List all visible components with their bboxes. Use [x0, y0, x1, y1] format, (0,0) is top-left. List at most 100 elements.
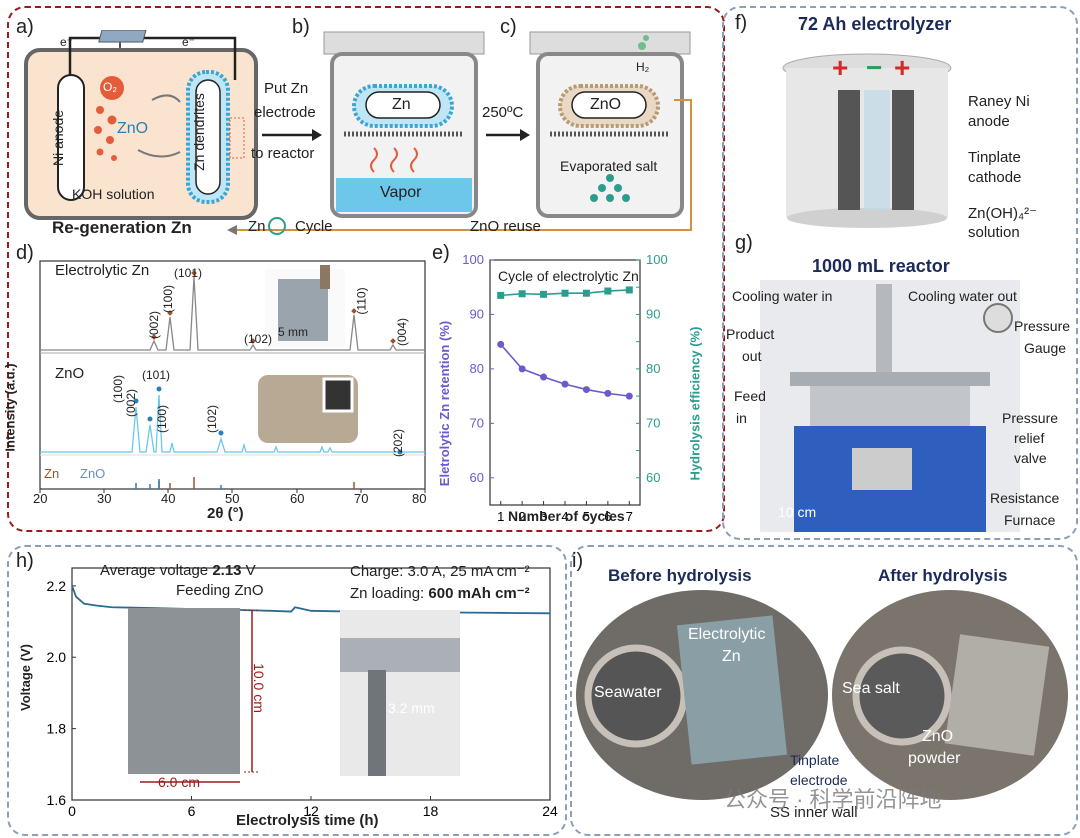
- xrd-xtick-50: 50: [225, 491, 240, 506]
- vapor-label: Vapor: [380, 184, 422, 201]
- panel-i-frame: [570, 545, 1078, 836]
- watermark: 公众号 · 科学前沿阵地: [724, 787, 942, 812]
- voltage-ytick-label: 2.0: [47, 649, 67, 665]
- cycle-return-line: [227, 100, 692, 235]
- cycle-xtick-label: 3: [540, 509, 547, 524]
- cycle-point-efficiency: [604, 287, 612, 295]
- arrow-a-to-b: [262, 129, 322, 141]
- panel-a-e-frame: [7, 6, 725, 532]
- cycle-ytick-right-label: 100: [646, 252, 668, 267]
- arrow-b-to-c: [486, 129, 530, 141]
- zincate-label-l1: Zn(OH)₄²⁻: [968, 205, 1038, 222]
- cycle-point-efficiency: [497, 291, 505, 299]
- xrd-xtick-80: 80: [412, 491, 427, 506]
- feed-in-label: in: [736, 410, 747, 426]
- cycle-ytick-left-label: 90: [470, 306, 484, 321]
- dim-width-label: 6.0 cm: [158, 774, 201, 790]
- dim-thickness-label: 3.2 mm: [388, 700, 435, 716]
- cycle-point-efficiency: [625, 286, 633, 294]
- cycle-xtick-label: 7: [626, 509, 633, 524]
- zno-photo-label: ZnO: [922, 728, 954, 745]
- cycle-point-retention: [518, 365, 526, 373]
- avg-voltage-text: Average voltage 2.13 V: [100, 562, 256, 579]
- zno-powder-label: powder: [908, 750, 961, 767]
- xrd-ylabel: Intensity (a.u.): [2, 363, 18, 452]
- cycle-ytick-right-label: 80: [646, 361, 660, 376]
- zn-peak-110: (110): [354, 287, 369, 315]
- panel-fg-frame: [722, 6, 1078, 540]
- panel-b-reactor: [323, 31, 485, 218]
- tinplate-cathode-label: Tinplate cathode: [968, 149, 1022, 186]
- panel-c-reactor: [529, 31, 692, 218]
- zn-loading-value: 600 mAh cm⁻²: [428, 585, 530, 602]
- zincate-label-l2: solution: [968, 224, 1020, 241]
- voltage-ytick-label: 1.6: [47, 792, 67, 808]
- cycle-xtick-label: 5: [583, 509, 590, 524]
- zn-peak-002: (002): [147, 310, 162, 340]
- evaporated-salt-label: Evaporated salt: [560, 158, 658, 174]
- xrd-xtick-60: 60: [290, 491, 305, 506]
- reactor-scale-label: 10 cm: [778, 504, 817, 520]
- zn-loading-text: Zn loading: 600 mAh cm⁻²: [350, 584, 530, 602]
- before-hydrolysis-photo: [576, 590, 828, 800]
- cycle-chart-ylabel-right: Hydrolysis efficiency (%): [687, 326, 703, 481]
- temp-label: 250ºC: [482, 104, 524, 121]
- relief-l3: valve: [1014, 450, 1047, 466]
- tinplate-label-l1: Tinplate: [790, 752, 840, 768]
- solar-panel-icon: [98, 30, 147, 48]
- zn-electrode-photo: [128, 608, 240, 774]
- cycle-ytick-left-label: 70: [470, 415, 484, 430]
- zno-label-c: ZnO: [590, 96, 622, 113]
- zn-label-b: Zn: [392, 96, 411, 113]
- put-zn-line2: electrode: [254, 104, 316, 121]
- voltage-xtick-label: 24: [542, 803, 558, 819]
- electron-left: e⁻: [60, 35, 74, 49]
- xrd-xtick-70: 70: [354, 491, 369, 506]
- cycle-xtick-label: 4: [561, 509, 568, 524]
- cycle-ytick-left-label: 80: [470, 361, 484, 376]
- o2-label: O₂: [103, 80, 117, 94]
- panel-d-label: d): [16, 242, 34, 264]
- electrolyzer-title: 72 Ah electrolyzer: [798, 14, 952, 34]
- h2-label: H₂: [636, 60, 650, 74]
- cycle-ytick-right-label: 60: [646, 470, 660, 485]
- electrode-minus: −: [866, 52, 883, 83]
- zno-peak-202: (202): [391, 428, 406, 458]
- relief-l2: relief: [1014, 430, 1045, 446]
- put-zn-line1: Put Zn: [264, 80, 309, 97]
- seawater-label: Seawater: [594, 684, 662, 701]
- panel-a-label: a): [16, 16, 34, 38]
- zn-peak-101: (101): [174, 266, 203, 280]
- cycle-chart-ylabel-left: Eletrolytic Zn retention (%): [437, 320, 453, 487]
- cooling-out-label: Cooling water out: [908, 288, 1017, 304]
- xrd-scale: 5 mm: [278, 325, 308, 339]
- reactor-title: 1000 mL reactor: [812, 256, 950, 276]
- cycle-label: Cycle: [295, 218, 333, 235]
- cycle-xtick-label: 6: [604, 509, 611, 524]
- panel-g-label: g): [735, 232, 753, 254]
- cooling-in-label: Cooling water in: [732, 288, 833, 304]
- cycle-point-efficiency: [561, 289, 569, 297]
- voltage-xtick-label: 0: [68, 803, 76, 819]
- product-out-label: out: [742, 348, 762, 364]
- panel-d-xrd-chart: [39, 260, 426, 493]
- cycle-chart-title: Cycle of electrolytic Zn: [498, 268, 639, 284]
- panel-e-label: e): [432, 242, 450, 264]
- time-xlabel: Electrolysis time (h): [236, 812, 379, 829]
- pressure-gauge-l2: Gauge: [1024, 340, 1067, 356]
- furnace-l1: Resistance: [990, 490, 1060, 506]
- panel-c-label: c): [500, 16, 517, 38]
- cycle-point-efficiency: [518, 290, 526, 298]
- xrd-xtick-30: 30: [97, 491, 112, 506]
- cycle-point-retention: [625, 392, 633, 400]
- voltage-xtick-label: 12: [303, 803, 319, 819]
- zn-loading-label: Zn loading:: [350, 585, 429, 602]
- charge-label: Charge: 3.0 A, 25 mA cm⁻²: [350, 563, 530, 580]
- voltage-ylabel: Voltage (V): [17, 644, 33, 711]
- cycle-xtick-label: 1: [497, 509, 504, 524]
- cycle-xtick-label: 2: [519, 509, 526, 524]
- avg-voltage-unit: V: [241, 562, 256, 579]
- before-hydrolysis-title: Before hydrolysis: [608, 566, 752, 585]
- zn-peak-100: (100): [161, 284, 176, 314]
